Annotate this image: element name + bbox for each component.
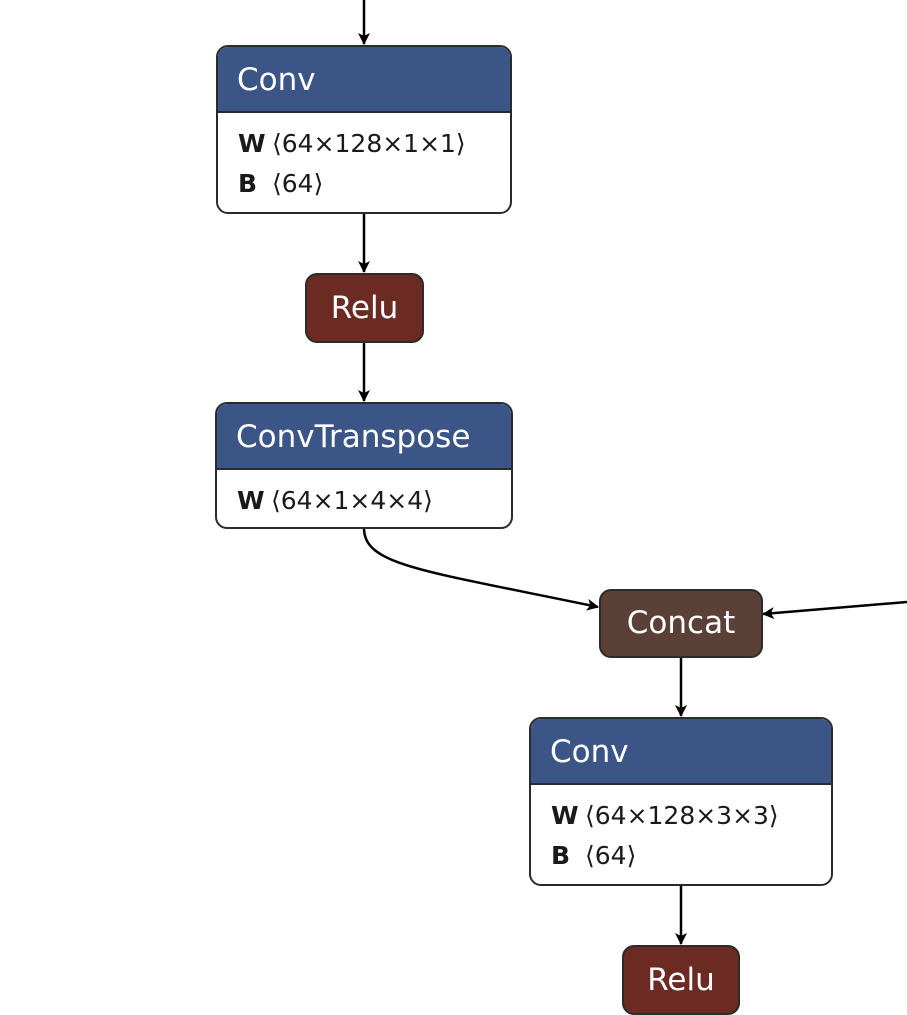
attr-value: ⟨64⟩ bbox=[585, 841, 637, 870]
conv-node-weight-row: W⟨64×128×3×3⟩ bbox=[551, 796, 831, 836]
concat-node[interactable]: Concat bbox=[599, 589, 763, 658]
convtranspose-node[interactable]: ConvTranspose W⟨64×1×4×4⟩ bbox=[215, 402, 513, 529]
relu-node[interactable]: Relu bbox=[622, 945, 740, 1015]
edge-convtranspose-to-concat bbox=[362, 527, 599, 611]
attr-name: W bbox=[237, 486, 265, 515]
graph-edges bbox=[358, 0, 907, 945]
convtranspose-node-title: ConvTranspose bbox=[217, 404, 511, 470]
conv-node-weight-row: W⟨64×128×1×1⟩ bbox=[238, 124, 510, 164]
attr-value: ⟨64×128×1×1⟩ bbox=[272, 129, 466, 158]
convtranspose-node-weight-row: W⟨64×1×4×4⟩ bbox=[237, 481, 511, 521]
attr-value: ⟨64×128×3×3⟩ bbox=[585, 801, 779, 830]
conv-node[interactable]: Conv W⟨64×128×3×3⟩ B ⟨64⟩ bbox=[529, 717, 833, 886]
attr-name: B bbox=[551, 841, 571, 870]
attr-name: W bbox=[238, 129, 266, 158]
conv-node-bias-row: B ⟨64⟩ bbox=[551, 836, 831, 876]
conv-node-title: Conv bbox=[218, 47, 510, 113]
attr-name: B bbox=[238, 169, 258, 198]
attr-value: ⟨64⟩ bbox=[272, 169, 324, 198]
conv-node-attributes: W⟨64×128×1×1⟩ B ⟨64⟩ bbox=[218, 113, 510, 204]
conv-node-attributes: W⟨64×128×3×3⟩ B ⟨64⟩ bbox=[531, 785, 831, 876]
relu-node[interactable]: Relu bbox=[305, 273, 424, 343]
conv-node-bias-row: B ⟨64⟩ bbox=[238, 164, 510, 204]
attr-name: W bbox=[551, 801, 579, 830]
convtranspose-node-attributes: W⟨64×1×4×4⟩ bbox=[217, 470, 511, 521]
conv-node-title: Conv bbox=[531, 719, 831, 785]
conv-node[interactable]: Conv W⟨64×128×1×1⟩ B ⟨64⟩ bbox=[216, 45, 512, 214]
edge-external-to-concat bbox=[762, 600, 907, 620]
attr-value: ⟨64×1×4×4⟩ bbox=[271, 486, 433, 515]
